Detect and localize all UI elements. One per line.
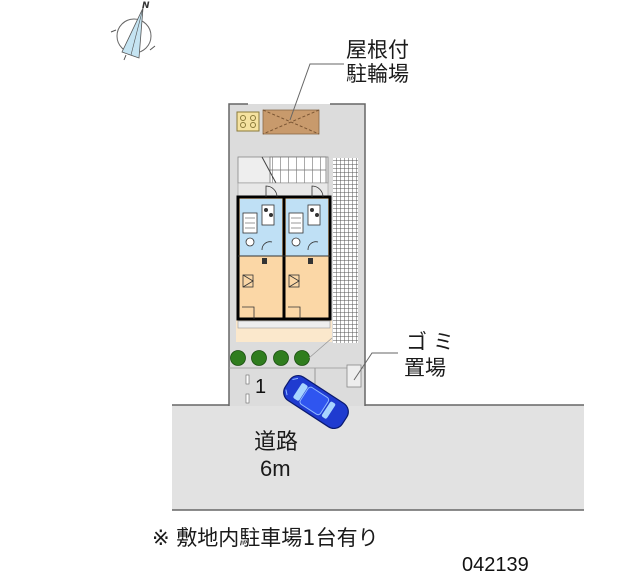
footnote-parking: ※ 敷地内駐車場1台有り — [152, 526, 379, 550]
road-width-label: 6m — [260, 456, 291, 481]
north-arrow-icon — [110, 7, 156, 61]
building — [236, 185, 332, 342]
trees — [230, 337, 333, 366]
compass-direction-label: N — [142, 1, 150, 11]
road — [172, 404, 584, 511]
bicycle-parking-label-line2: 駐輪場 — [346, 62, 409, 86]
road-label: 道路 — [254, 430, 299, 455]
wheel-stop — [245, 393, 250, 404]
property-code: 042139 — [462, 554, 529, 576]
staircase — [237, 156, 329, 198]
outdoor-unit — [236, 111, 260, 132]
bicycle-parking — [262, 63, 344, 135]
bicycle-parking-label-line1: 屋根付 — [346, 38, 409, 62]
gravel-strip — [333, 158, 358, 343]
garbage-area-label-line1: ゴミ — [406, 330, 460, 354]
garbage-area — [346, 352, 398, 388]
wheel-stop — [245, 374, 250, 385]
car-icon — [283, 374, 349, 430]
garbage-area-label-line2: 置場 — [404, 356, 446, 380]
parking-space-number: 1 — [255, 376, 267, 398]
